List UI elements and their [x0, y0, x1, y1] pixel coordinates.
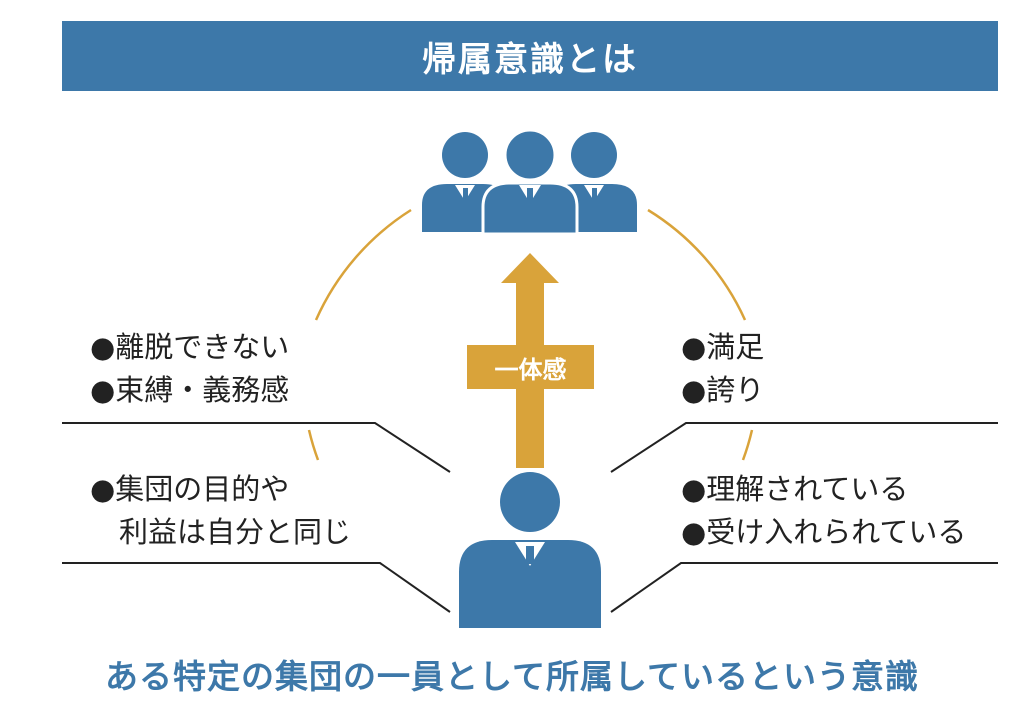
group-icon [422, 128, 637, 236]
lower-right-list: ●理解されている ●受け入れられている [681, 468, 966, 554]
arrow-up-icon [467, 253, 594, 468]
list-item: ●満足 [681, 330, 765, 364]
circle-arc-lower-right [741, 429, 754, 461]
arrow-label-text: 一体感 [494, 355, 567, 384]
circle-arc-upper-left [314, 208, 412, 321]
list-item: ●誇り [681, 373, 765, 407]
circle-arc-upper-right [647, 208, 747, 321]
lower-left-list: ●集団の目的や 利益は自分と同じ [90, 468, 351, 554]
list-item: ●理解されている [681, 472, 909, 506]
title-text: 帰属意識とは [422, 39, 638, 80]
circle-arc-lower-left [307, 429, 320, 461]
person-center-icon [481, 128, 579, 236]
callout-line-lower-left [62, 562, 451, 613]
callout-line-lower-right [610, 562, 998, 613]
title-banner: 帰属意識とは [62, 21, 998, 91]
callout-line-upper-left [62, 422, 451, 473]
individual-icon [459, 472, 601, 628]
list-item: ●受け入れられている [681, 515, 967, 549]
caption: ある特定の集団の一員として所属しているという意識 [104, 657, 920, 696]
callout-line-upper-right [610, 422, 998, 473]
upper-left-list: ●離脱できない ●束縛・義務感 [90, 326, 289, 412]
arrow-label: 一体感 [467, 345, 594, 389]
list-item: ●束縛・義務感 [90, 373, 290, 407]
upper-right-list: ●満足 ●誇り [681, 326, 764, 412]
list-item: 利益は自分と同じ [90, 515, 352, 549]
list-item: ●離脱できない [90, 330, 290, 364]
list-item: ●集団の目的や [90, 472, 290, 506]
